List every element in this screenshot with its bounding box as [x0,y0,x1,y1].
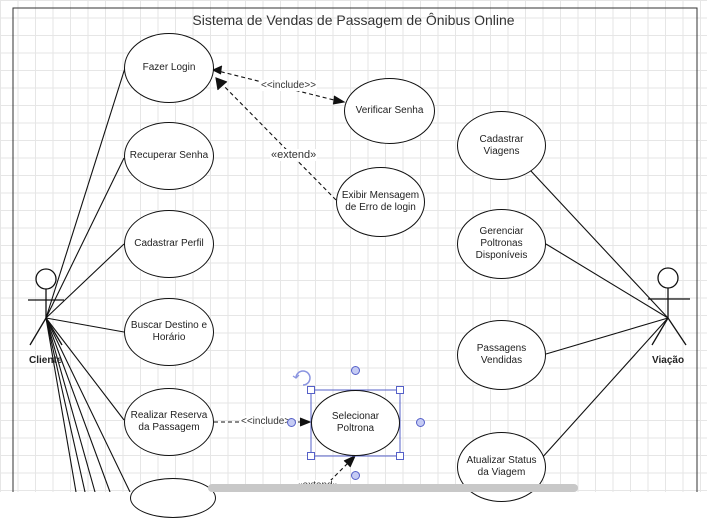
usecase-realizar-reserva[interactable]: Realizar Reserva da Passagem [124,388,214,456]
usecase-cadastrar-viagens[interactable]: Cadastrar Viagens [457,111,546,180]
diagram-canvas[interactable] [0,0,707,492]
actor-cliente-label: Cliente [29,355,63,366]
actor-viacao-figure[interactable] [648,267,690,346]
usecase-partial-bottom[interactable] [130,478,216,518]
usecase-exibir-erro[interactable]: Exibir Mensagem de Erro de login [336,167,425,237]
connection-point-right[interactable] [416,418,425,427]
rotate-handle-icon[interactable] [295,370,311,386]
horizontal-scrollbar[interactable] [208,484,578,492]
connection-point-bottom[interactable] [351,471,360,480]
usecase-fazer-login[interactable]: Fazer Login [124,33,214,103]
extend-login-arrow [215,77,337,201]
connection-point-left[interactable] [287,418,296,427]
resize-handle-ne[interactable] [396,386,404,394]
viacao-associations [529,169,669,461]
diagram-svg [12,7,698,492]
label-extend-login: «extend» [270,149,318,161]
diagram-title: Sistema de Vendas de Passagem de Ônibus … [192,12,515,28]
usecase-selecionar-poltrona[interactable]: Selecionar Poltrona [311,390,400,456]
cliente-associations [45,67,131,492]
actor-viacao-label: Viação [652,355,685,366]
label-include-reserva: <<include>> [240,416,298,427]
resize-handle-sw[interactable] [307,452,315,460]
system-boundary [12,7,698,492]
usecase-buscar-destino[interactable]: Buscar Destino e Horário [124,298,214,366]
usecase-recuperar-senha[interactable]: Recuperar Senha [124,122,214,190]
rotate-handle-arrow [292,374,300,379]
resize-handle-nw[interactable] [307,386,315,394]
resize-handle-se[interactable] [396,452,404,460]
connection-point-top[interactable] [351,366,360,375]
label-include-login: <<include>> [260,80,318,91]
usecase-verificar-senha[interactable]: Verificar Senha [344,78,435,144]
usecase-passagens-vendidas[interactable]: Passagens Vendidas [457,320,546,390]
usecase-gerenciar-poltronas[interactable]: Gerenciar Poltronas Disponíveis [457,209,546,279]
usecase-cadastrar-perfil[interactable]: Cadastrar Perfil [124,210,214,278]
